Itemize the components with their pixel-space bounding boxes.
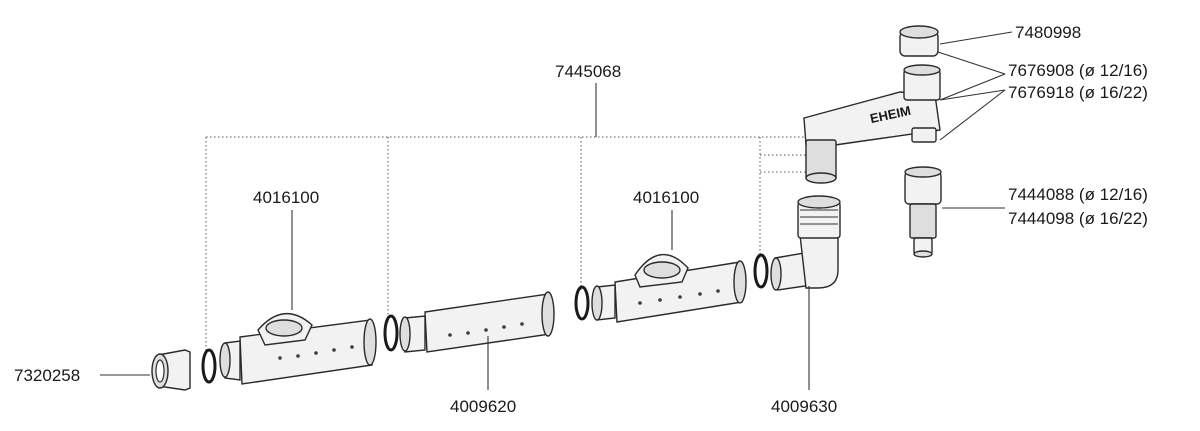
label-7320258: 7320258: [14, 366, 80, 385]
elbow-part: [770, 195, 841, 291]
leader-lines: [100, 31, 1013, 390]
label-7676908: 7676908 (ø 12/16): [1008, 61, 1148, 80]
label-4009620: 4009620: [450, 397, 516, 416]
label-4016100-right: 4016100: [633, 188, 699, 207]
cap-part: [899, 25, 939, 57]
label-7480998: 7480998: [1015, 23, 1081, 42]
label-7444098: 7444098 (ø 16/22): [1008, 209, 1148, 228]
end-cap-part: [151, 348, 217, 391]
label-7445068: 7445068: [555, 62, 621, 81]
label-4016100-left: 4016100: [253, 188, 319, 207]
outlet-pipe-part: EHEIM: [803, 64, 941, 184]
label-7444088: 7444088 (ø 12/16): [1008, 185, 1148, 204]
label-4009630: 4009630: [771, 397, 837, 416]
spray-tube-left: [219, 312, 399, 385]
spray-tube-right: [591, 253, 769, 323]
hose-connector-part: [904, 166, 942, 258]
bracket-7445068: [205, 83, 810, 352]
spray-tube-middle: [399, 285, 590, 353]
label-7676918: 7676918 (ø 16/22): [1008, 83, 1148, 102]
